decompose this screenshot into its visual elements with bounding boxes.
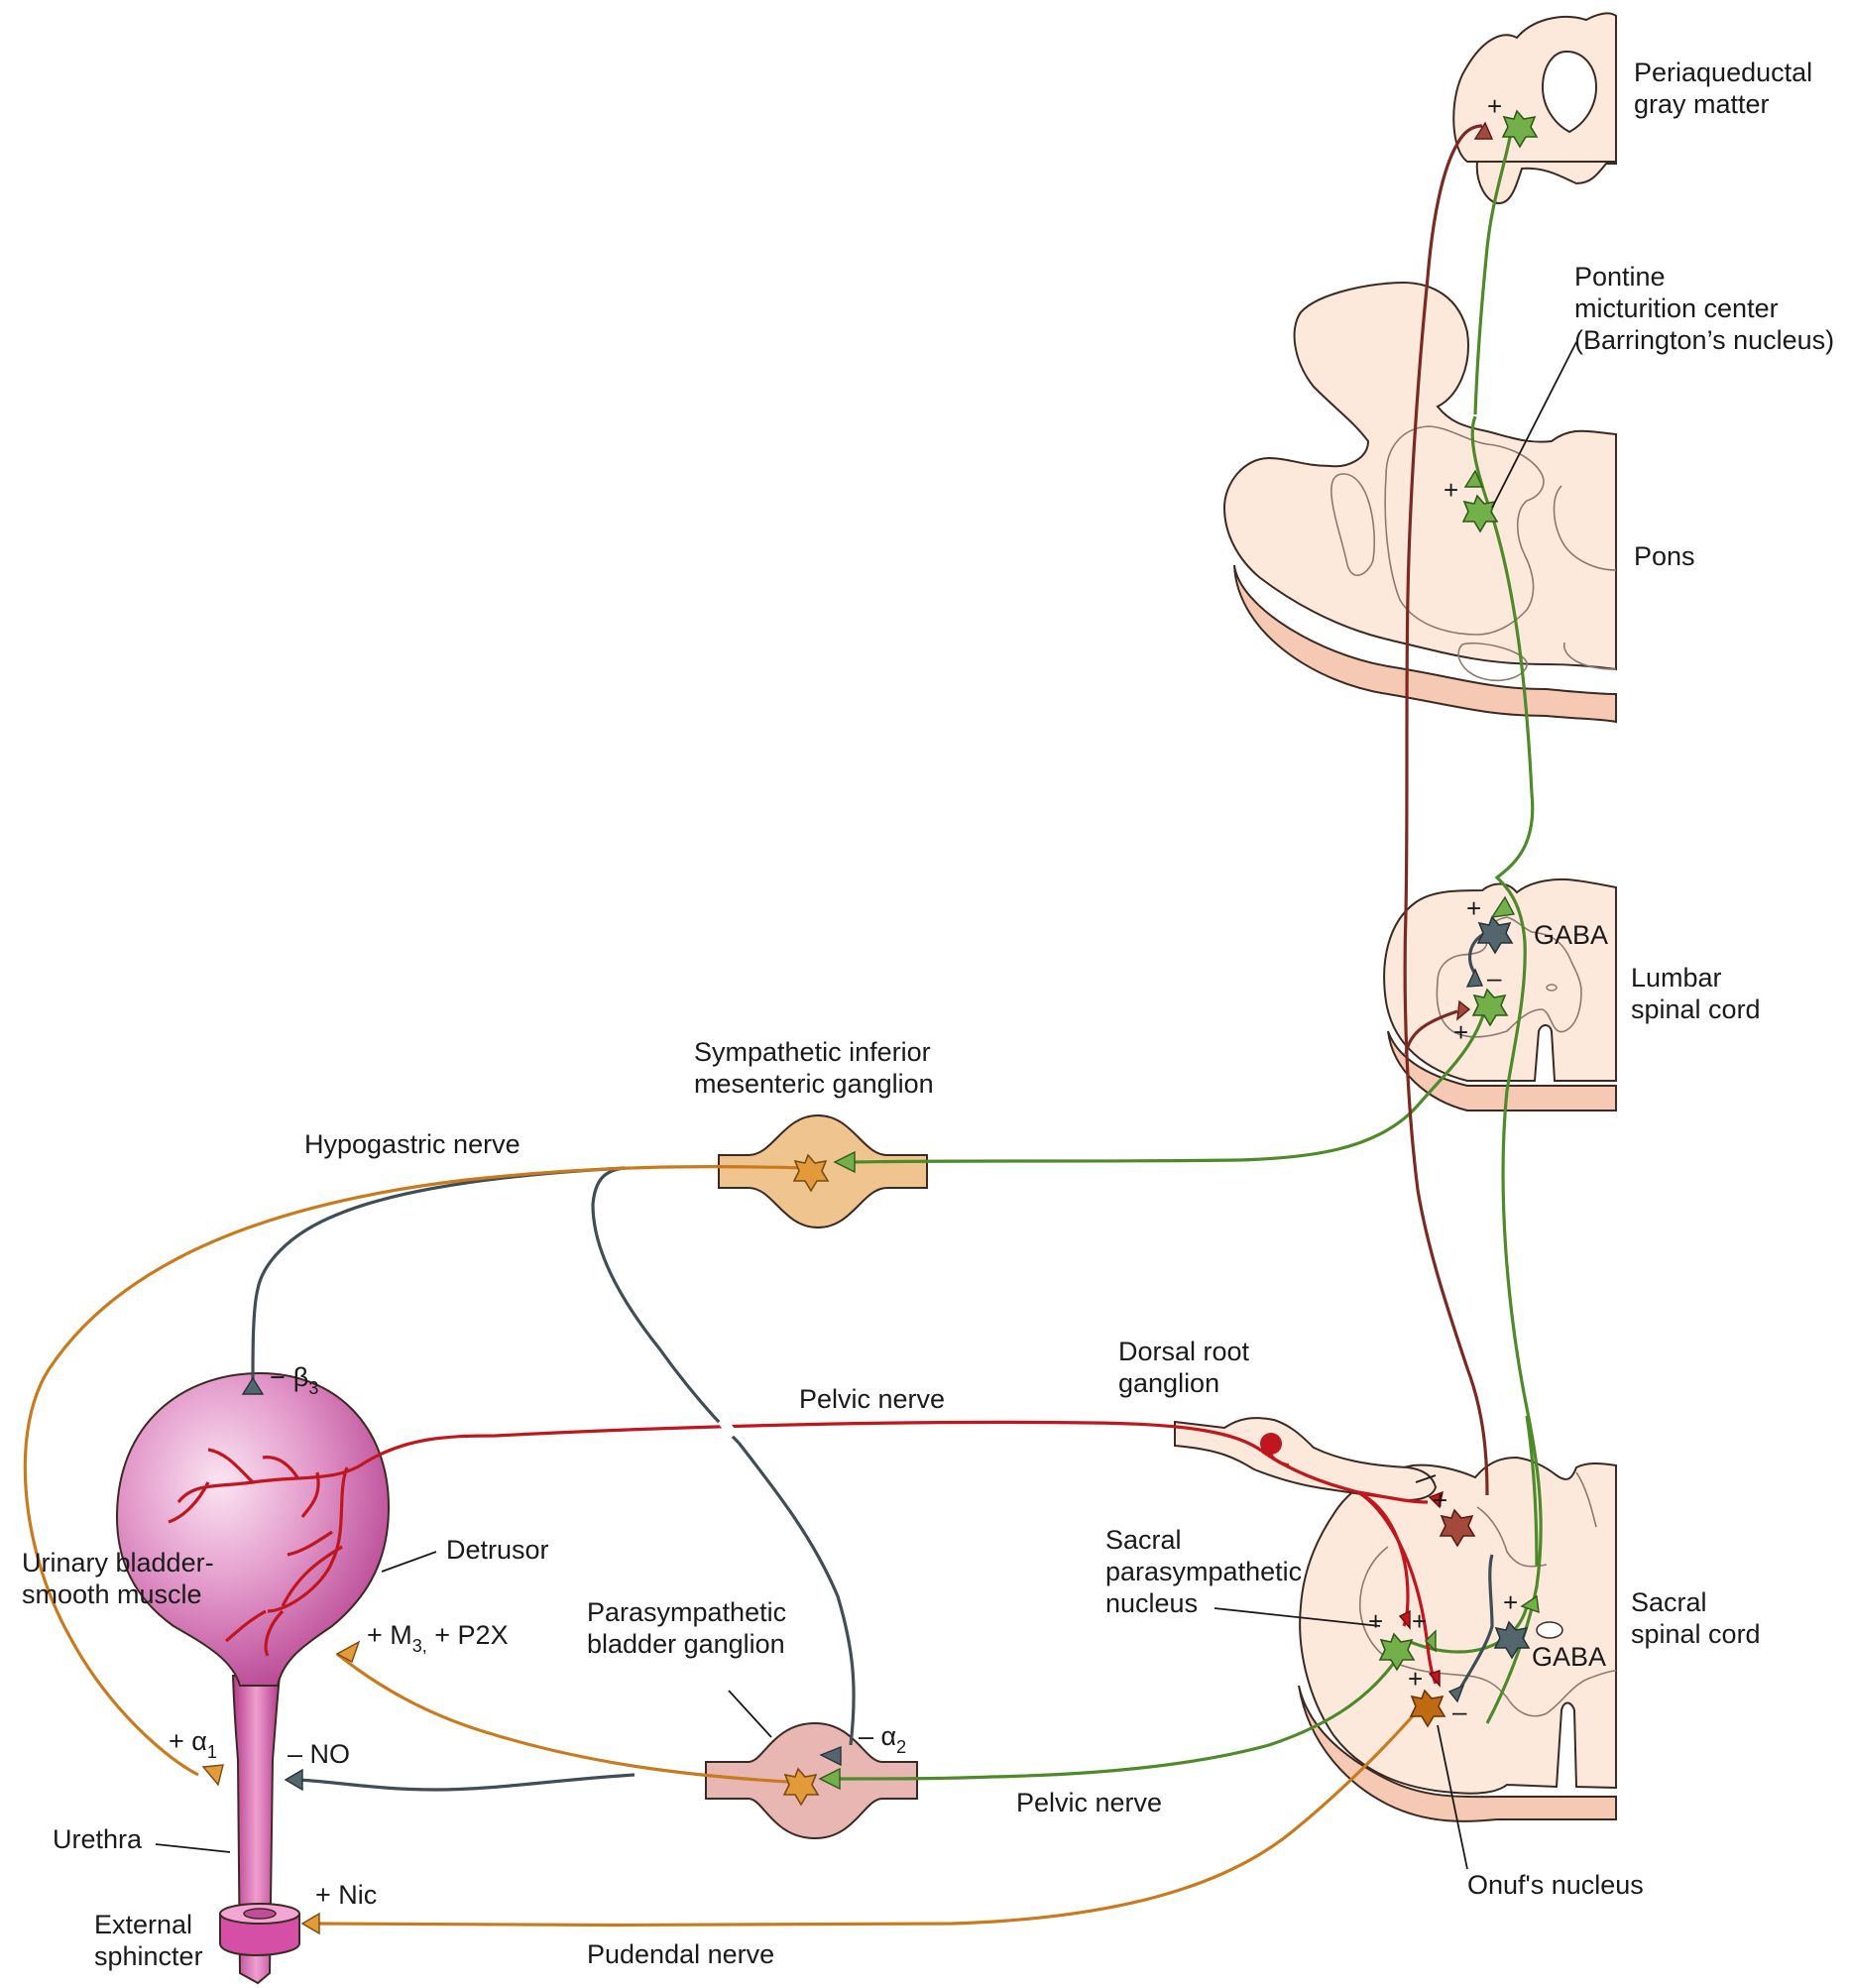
- sympathetic-label-line2: mesenteric ganglion: [694, 1069, 934, 1099]
- sign-plus-sacral-green-right: +: [1412, 1606, 1427, 1636]
- parasym-label-line2: bladder ganglion: [587, 1629, 785, 1659]
- periaqueductal-section: [1452, 12, 1617, 205]
- leader-lines: [155, 341, 1577, 1870]
- pelvic-nerve-bottom-label: Pelvic nerve: [1016, 1788, 1162, 1817]
- lumbar-label-line2: spinal cord: [1631, 994, 1761, 1024]
- beta3-label: −β3: [270, 1362, 318, 1398]
- urinary-bladder: [115, 1371, 391, 1687]
- sacral-cord-section: [1298, 1456, 1617, 1822]
- nic-label: + Nic: [315, 1880, 377, 1910]
- sacral-parasym-label-line1: Sacral: [1105, 1525, 1182, 1555]
- dorsal-root-label-line2: ganglion: [1118, 1368, 1219, 1398]
- sign-plus-pag: +: [1487, 91, 1502, 121]
- pons-section: [1222, 281, 1617, 724]
- sign-minus-lumbar: –: [1487, 963, 1502, 993]
- bladder-label-line2: smooth muscle: [22, 1579, 202, 1609]
- neuron-lumbar-gaba: [1476, 915, 1514, 955]
- ext-sphincter-label-line1: External: [94, 1910, 192, 1939]
- sign-plus-sacral-gaba: +: [1503, 1587, 1518, 1617]
- pmc-label-line1: Pontine: [1574, 262, 1666, 292]
- m3-p2x-label: + M3, + P2X: [367, 1620, 509, 1656]
- neuron-lumbar-green: [1471, 988, 1509, 1027]
- bladder-label-line1: Urinary bladder-: [22, 1548, 214, 1578]
- parasym-label-line1: Parasympathetic: [587, 1597, 786, 1627]
- pag-label-line2: gray matter: [1634, 89, 1770, 119]
- neuron-parasympathetic-ganglion: [782, 1767, 820, 1807]
- detrusor-afferent-branches: [168, 1448, 366, 1657]
- sign-plus-lumbar-top: +: [1466, 893, 1481, 923]
- sign-plus-pons: +: [1444, 475, 1458, 505]
- terminals: [201, 121, 1540, 1935]
- sympathetic-label-line1: Sympathetic inferior: [694, 1037, 931, 1067]
- neuron-sacral-parasympathetic: [1378, 1632, 1416, 1672]
- alpha1-label: + α1: [169, 1726, 217, 1762]
- ext-sphincter-label-line2: sphincter: [94, 1941, 203, 1971]
- external-sphincter: [219, 1903, 300, 1957]
- neuron-sacral-brown: [1439, 1508, 1476, 1548]
- urethra-label: Urethra: [53, 1824, 143, 1854]
- pag-label-line1: Periaqueductal: [1634, 58, 1812, 87]
- neuron-sacral-gaba: [1493, 1620, 1531, 1660]
- descending-pathway: [1403, 124, 1489, 1496]
- neuron-pag: [1501, 109, 1539, 149]
- sacral-gaba-label: GABA: [1532, 1642, 1606, 1672]
- dorsal-root-ganglion: [1174, 1417, 1438, 1501]
- neuron-sympathetic-ganglion: [792, 1153, 830, 1193]
- sign-minus-onuf: –: [1452, 1696, 1467, 1726]
- sympathetic-motor-pathway: [23, 1165, 1426, 1928]
- dorsal-root-label-line1: Dorsal root: [1118, 1337, 1250, 1366]
- lumbar-label-line1: Lumbar: [1631, 963, 1722, 993]
- detrusor-label: Detrusor: [446, 1535, 549, 1565]
- sacral-parasym-label-line2: parasympathetic: [1105, 1557, 1302, 1586]
- sacral-label-line1: Sacral: [1631, 1587, 1707, 1617]
- sacral-label-line2: spinal cord: [1631, 1619, 1761, 1649]
- hypogastric-nerve-label: Hypogastric nerve: [304, 1129, 520, 1159]
- sacral-parasym-label-line3: nucleus: [1105, 1588, 1198, 1618]
- lumbar-gaba-label: GABA: [1534, 920, 1608, 950]
- no-label: – NO: [288, 1739, 350, 1769]
- inhibitory-pathway: [251, 930, 1494, 1792]
- onuf-nucleus-label: Onuf's nucleus: [1467, 1870, 1644, 1900]
- sign-plus-sacral-green-left: +: [1368, 1606, 1383, 1636]
- neuron-onuf: [1409, 1689, 1446, 1728]
- pmc-label-line3: (Barrington’s nucleus): [1574, 325, 1834, 355]
- alpha2-label: – α2: [859, 1721, 906, 1757]
- sign-plus-lumbar-bottom: +: [1453, 1017, 1468, 1047]
- crossing-gap: [718, 1417, 738, 1439]
- pmc-label-line2: micturition center: [1574, 293, 1779, 323]
- pudendal-nerve-label: Pudendal nerve: [587, 1939, 774, 1969]
- pons-label: Pons: [1634, 541, 1695, 571]
- pelvic-nerve-top-label: Pelvic nerve: [799, 1384, 945, 1414]
- sign-plus-onuf: +: [1408, 1664, 1423, 1694]
- sign-plus-sacral-brown: +: [1433, 1485, 1447, 1515]
